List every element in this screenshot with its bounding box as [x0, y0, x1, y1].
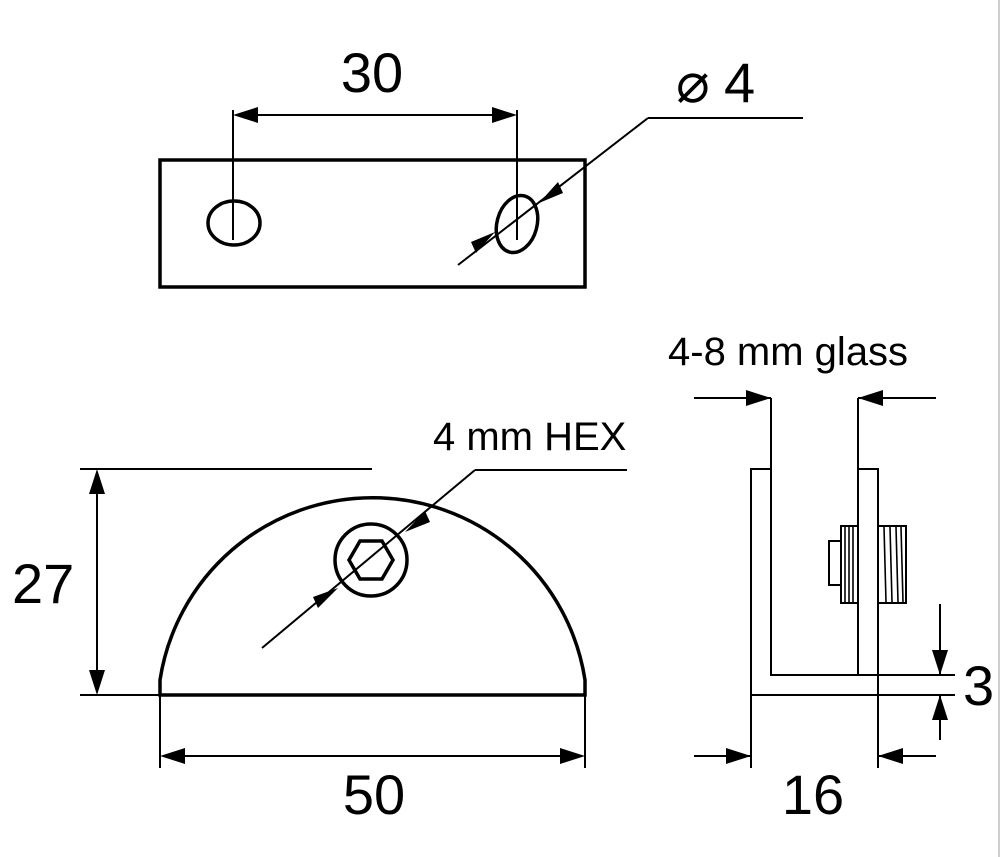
diameter-arrow-lower: [471, 232, 495, 253]
screw-thread: [900, 526, 904, 603]
depth-arrow-left: [726, 748, 751, 764]
hex-socket-hexagon: [346, 539, 396, 581]
thickness-arrow-bottom: [932, 695, 948, 720]
diameter-symbol: ⌀: [676, 51, 710, 114]
glass-label: 4-8 mm glass: [668, 330, 908, 374]
spacing-arrow-right: [492, 107, 517, 123]
hole-diameter-label: 4: [724, 51, 755, 114]
thickness-arrow-top: [932, 650, 948, 675]
screw-thread: [883, 526, 887, 603]
hex-arrow-lower: [313, 588, 338, 608]
screw-tip: [828, 540, 842, 586]
hex-label: 4 mm HEX: [433, 415, 626, 459]
depth-arrow-right: [878, 748, 903, 764]
depth-label: 16: [782, 763, 844, 826]
width-arrow-right: [560, 748, 585, 764]
height-arrow-top: [89, 469, 105, 494]
thickness-label: 3: [963, 654, 994, 717]
width-arrow-left: [160, 748, 185, 764]
side-view: 4-8 mm glass 3 16: [668, 330, 994, 826]
glass-arrow-left: [746, 390, 771, 406]
height-arrow-bottom: [89, 670, 105, 695]
height-label: 27: [12, 552, 74, 615]
diameter-arrow-upper: [539, 182, 563, 203]
glass-arrow-right: [858, 390, 883, 406]
screw-thread: [889, 526, 893, 603]
width-label: 50: [343, 763, 405, 826]
front-view: 4 mm HEX 27 50: [12, 415, 627, 826]
screw-nut: [840, 525, 859, 604]
screw-thread: [895, 526, 899, 603]
top-view-right-hole: [494, 193, 540, 255]
hex-arrow-upper: [405, 511, 430, 532]
spacing-arrow-left: [233, 107, 258, 123]
screw-head: [877, 525, 907, 604]
top-view: 30 ⌀ 4: [158, 41, 803, 289]
hex-socket-circle: [333, 522, 409, 598]
hole-spacing-label: 30: [341, 41, 403, 104]
top-view-plate-outline: [158, 158, 587, 289]
front-view-half-round-outline: [158, 495, 587, 697]
hex-leader: [261, 469, 476, 649]
